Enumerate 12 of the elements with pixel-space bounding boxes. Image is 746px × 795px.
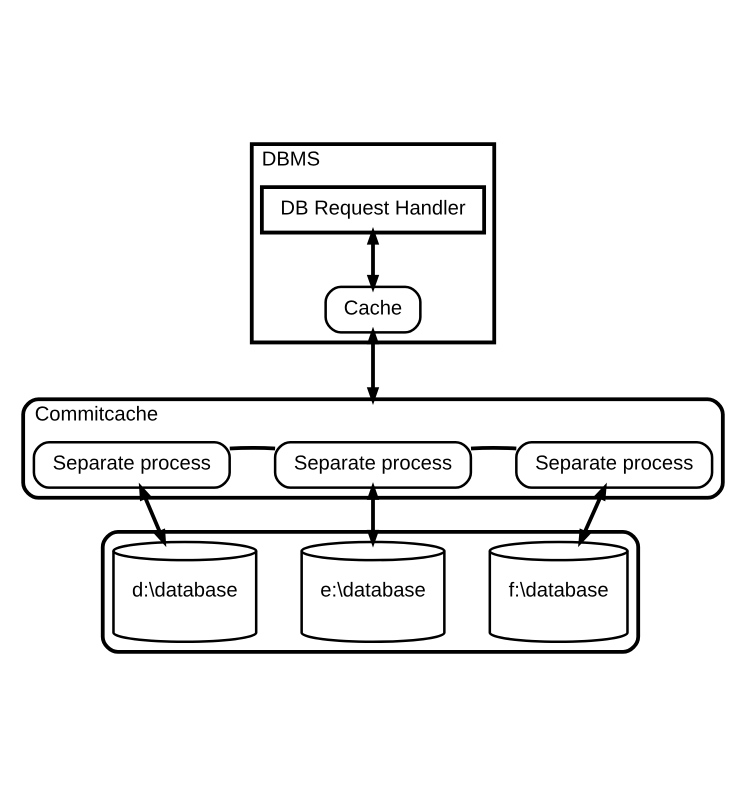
node-box: Separate process — [515, 440, 714, 488]
arrow — [578, 482, 607, 547]
node-box: DB Request Handler — [260, 184, 486, 234]
node-box: Separate process — [274, 440, 472, 488]
node-box: Cache — [324, 285, 422, 334]
node-box: Separate process — [32, 440, 231, 488]
arrow — [366, 326, 380, 404]
arrow — [366, 482, 380, 548]
arrow — [138, 482, 166, 547]
connector — [470, 446, 516, 450]
connector — [230, 446, 276, 450]
arrow — [366, 226, 380, 292]
